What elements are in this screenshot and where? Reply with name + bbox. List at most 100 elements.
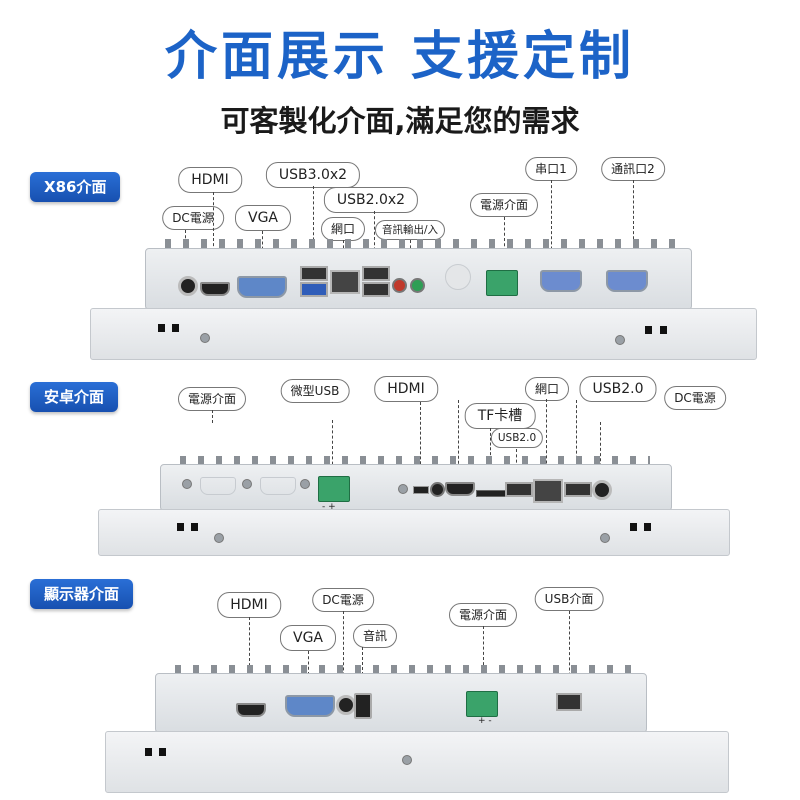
x86-usb3-port-1 [300,266,328,281]
display-dc-label: DC電源 [312,588,374,612]
android-usb2-leader [576,400,577,484]
x86-mark-left-2 [172,324,179,332]
android-usb2-label: USB2.0 [579,376,657,402]
display-usb-label: USB介面 [534,587,604,611]
x86-usb2-leader [374,211,375,266]
android-screw-left [214,533,224,543]
x86-com2-leader [633,180,634,270]
display-power-port [466,691,498,717]
x86-usb3-label: USB3.0x2 [265,162,361,188]
display-screw-center [402,755,412,765]
android-power-port [318,476,350,502]
x86-com1-leader [551,180,552,270]
android-power-leader-b [332,420,333,475]
android-hdmi-leader [458,400,459,484]
x86-audio-label: 音訊輸出/入 [374,220,446,240]
android-mark-left-2 [191,523,198,531]
android-usb2-small-label: USB2.0 [490,428,544,448]
android-device-bezel [98,509,730,556]
x86-usb3-leader [313,186,314,261]
android-usb2-port-2 [564,482,592,497]
android-hdmi-port [445,482,475,496]
x86-dc-label: DC電源 [162,206,224,230]
display-device-bezel [105,731,729,793]
display-power-label: 電源介面 [448,603,518,627]
x86-screw-right [615,335,625,345]
x86-tag: X86介面 [30,172,121,202]
x86-com1-label: 串口1 [525,157,577,181]
android-dc-port [592,480,612,500]
android-mark-left-1 [177,523,184,531]
x86-device-bezel [90,308,757,360]
android-tf-label: TF卡槽 [464,403,536,429]
android-polarity-label: - + [322,502,336,512]
x86-usb2-port-1 [362,266,390,281]
display-tag: 顯示器介面 [30,579,134,609]
x86-power-port [486,270,518,296]
android-mark-right-2 [644,523,651,531]
x86-usb2-port-2 [362,282,390,297]
x86-mark-right-2 [660,326,667,334]
android-mark-right-1 [630,523,637,531]
display-usb-leader [569,611,570,691]
display-mark-left-1 [145,748,152,756]
display-dc-port [336,695,356,715]
x86-dc-port [178,276,198,296]
x86-audio-out-jack [392,278,407,293]
android-screw-right [600,533,610,543]
android-micro-usb-leader [420,402,421,484]
android-lan-leader [546,399,547,484]
display-power-leader [483,626,484,691]
android-hdmi-label: HDMI [374,376,438,402]
android-micro-usb-port [413,486,429,494]
android-screw-body-1 [182,479,192,489]
x86-mark-left-1 [158,324,165,332]
display-audio-port [354,693,372,719]
android-blank-port-2 [260,477,296,495]
android-lan-label: 網口 [524,377,570,401]
display-usb-port [556,693,582,711]
display-polarity-label: + - [478,716,492,726]
android-micro-usb-label: 微型USB [280,379,350,403]
x86-audio-in-jack [410,278,425,293]
x86-vga-label: VGA [234,205,292,231]
x86-vents [165,239,685,249]
display-vents [175,665,635,675]
android-section: 安卓介面 電源介面 微型USB HDMI TF卡槽 USB2.0 網口 USB2… [0,372,800,572]
android-tf-slot [476,490,506,497]
android-audio-jack [430,482,445,497]
x86-com1-port [540,270,582,292]
display-audio-label: 音訊 [352,624,398,648]
x86-hdmi-label: HDMI [178,167,242,193]
x86-section: X86介面 HDMI USB3.0x2 DC電源 VGA USB2.0x2 網口… [0,157,800,370]
display-section: 顯示器介面 HDMI DC電源 VGA 音訊 電源介面 USB介面 + - [0,575,800,800]
android-screw-body-3 [300,479,310,489]
x86-hdmi-leader [213,192,214,282]
display-vga-label: VGA [279,625,337,651]
x86-usb2-label: USB2.0x2 [323,187,419,213]
x86-com2-label: 通訊口2 [601,157,665,181]
x86-screw-left [200,333,210,343]
display-dc-leader [343,611,344,696]
x86-power-label: 電源介面 [469,193,539,217]
x86-lan-label: 網口 [320,217,366,241]
android-power-label: 電源介面 [177,387,247,411]
android-screw-body-2 [242,479,252,489]
android-vents [180,456,650,466]
x86-hdmi-port [200,282,230,296]
android-usb2-port-1 [505,482,533,497]
android-blank-port-1 [200,477,236,495]
x86-vga-port [237,276,287,298]
android-reset-hole [398,484,408,494]
display-vga-port [285,695,335,717]
android-dc-leader [600,422,601,482]
android-dc-label: DC電源 [664,386,726,410]
display-mark-left-2 [159,748,166,756]
display-hdmi-port [236,703,266,717]
display-hdmi-label: HDMI [217,592,281,618]
android-lan-port [533,479,563,503]
page-subtitle: 可客製化介面,滿足您的需求 [220,104,580,138]
page-title: 介面展示 支援定制 [164,27,636,87]
android-tag: 安卓介面 [30,382,119,412]
x86-blank-cap [445,264,471,290]
